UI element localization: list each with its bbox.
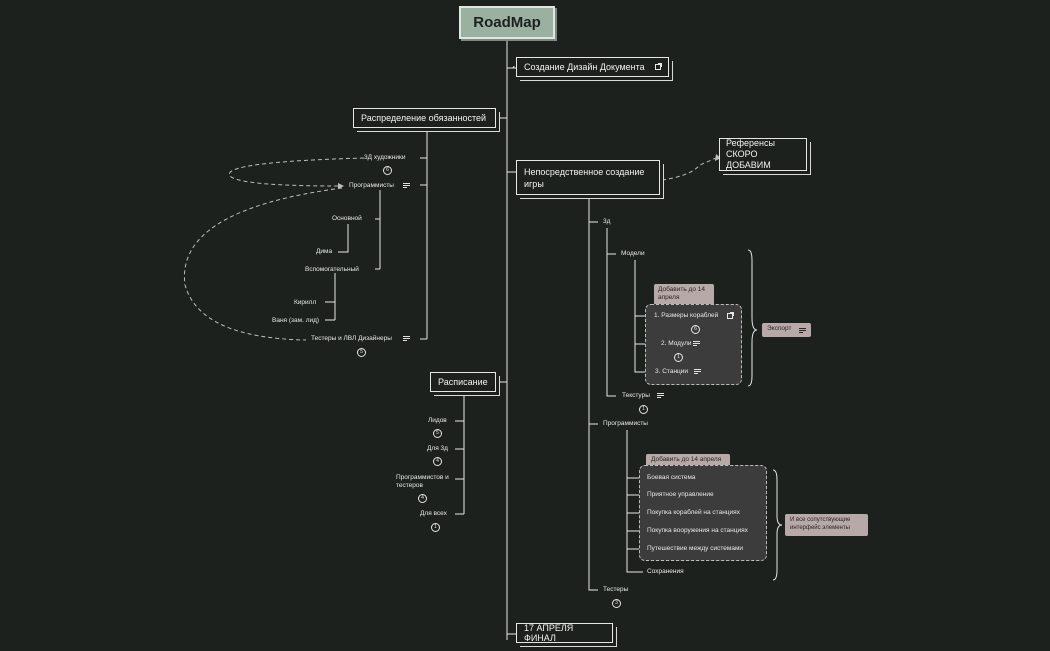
label-kirill[interactable]: Кирилл [294, 299, 317, 306]
label-leads[interactable]: Лидов [428, 417, 447, 424]
node-label: Распределение обязанностей [361, 113, 487, 123]
external-link-icon[interactable] [727, 312, 734, 319]
notes-icon[interactable] [693, 341, 700, 346]
label-saves[interactable]: Сохранения [647, 568, 684, 575]
export-tag[interactable]: Экспорт [762, 323, 811, 337]
external-link-icon[interactable] [655, 63, 662, 70]
label-3d[interactable]: 3д [603, 218, 611, 225]
deadline-tag[interactable]: Добавить до 14 апреля [654, 284, 714, 305]
count-badge: 1 [674, 353, 683, 362]
root-node[interactable]: RoadMap [459, 6, 555, 39]
label-aux[interactable]: Вспомогательный [305, 266, 359, 273]
notes-icon[interactable] [403, 336, 410, 341]
label-buy-ships[interactable]: Покупка кораблей на станциях [647, 509, 740, 516]
label-main[interactable]: Основной [332, 215, 362, 222]
notes-icon[interactable] [694, 369, 701, 374]
label-vanya[interactable]: Ваня (зам. лид) [272, 317, 320, 324]
notes-icon[interactable] [403, 183, 410, 188]
count-badge: 6 [383, 166, 392, 175]
node-schedule[interactable]: Расписание [430, 372, 496, 392]
label-for-all[interactable]: Для всех [420, 510, 447, 517]
label-ship-sizes[interactable]: 1. Размеры кораблей [654, 312, 719, 319]
count-badge: 4 [418, 494, 427, 503]
label-for-3d[interactable]: Для 3д [427, 445, 448, 452]
node-label: 17 АПРЕЛЯ ФИНАЛ [524, 623, 574, 643]
programmers-group [639, 465, 767, 561]
count-badge: 1 [431, 523, 440, 532]
label-testers[interactable]: Тестеры [603, 586, 629, 593]
count-badge: 4 [433, 457, 442, 466]
deadline-tag[interactable]: Добавить до 14 апреля [646, 454, 730, 467]
label-programmers-testers[interactable]: Программистов и тестеров [396, 474, 449, 489]
notes-icon[interactable] [657, 393, 664, 398]
label-stations[interactable]: 3. Станции [655, 368, 689, 375]
node-references[interactable]: Референсы СКОРО ДОБАВИМ [719, 138, 807, 171]
count-badge: 5 [433, 429, 442, 438]
label-travel[interactable]: Путешествие между системами [647, 545, 744, 552]
label-controls[interactable]: Приятное управление [647, 491, 714, 498]
node-label: Расписание [438, 377, 488, 387]
label-models[interactable]: Модели [621, 250, 645, 257]
label-modules[interactable]: 2. Модули [661, 340, 692, 347]
count-badge: 6 [691, 325, 700, 334]
label-programmers[interactable]: Программисты [603, 420, 648, 427]
node-label: Непосредственное создание игры [524, 166, 645, 189]
label-combat[interactable]: Боевая система [647, 474, 696, 481]
node-duties[interactable]: Распределение обязанностей [353, 108, 496, 128]
node-final[interactable]: 17 АПРЕЛЯ ФИНАЛ [516, 623, 613, 643]
count-badge: 5 [357, 348, 366, 357]
label-dima[interactable]: Дима [316, 248, 333, 255]
label-textures[interactable]: Текстуры [622, 392, 650, 399]
tag-label: Экспорт [767, 325, 792, 332]
node-creation[interactable]: Непосредственное создание игры [516, 160, 660, 195]
models-group [645, 304, 742, 385]
label-buy-weapons[interactable]: Покупка вооружения на станциях [647, 527, 748, 534]
label-3d-artists[interactable]: 3Д художники [364, 154, 406, 161]
label-testers-lvl[interactable]: Тестеры и ЛВЛ Дизайнеры [311, 335, 392, 342]
node-design-doc[interactable]: Создание Дизайн Документа [516, 57, 669, 77]
node-label: Референсы СКОРО ДОБАВИМ [726, 138, 775, 170]
notes-icon[interactable] [799, 328, 806, 333]
count-badge: 3 [612, 599, 621, 608]
ui-elements-tag[interactable]: И все сопутствующие интерфейс элементы [785, 514, 868, 536]
node-label: Создание Дизайн Документа [524, 62, 645, 72]
label-programmers[interactable]: Программисты [349, 182, 394, 189]
count-badge: 1 [639, 405, 648, 414]
